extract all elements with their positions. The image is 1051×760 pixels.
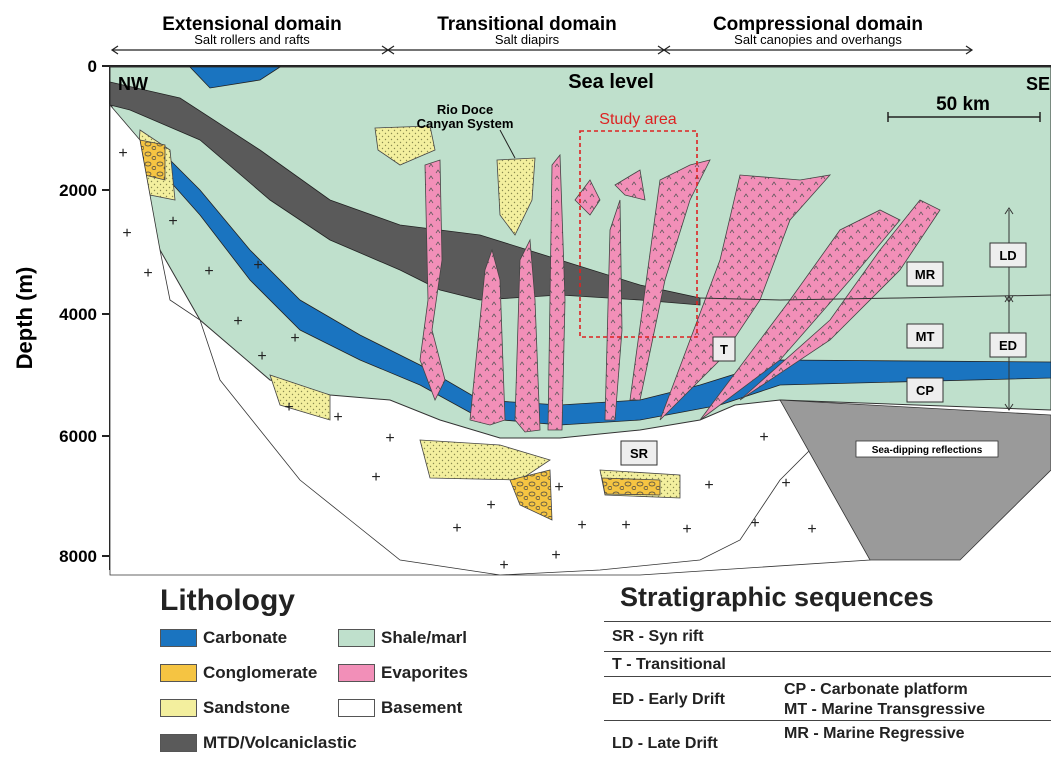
evaporite-swatch (338, 664, 375, 682)
svg-text:+: + (499, 557, 508, 574)
mtd-swatch (160, 734, 197, 752)
domain-subtitle: Salt rollers and rafts (194, 32, 310, 47)
strat-name: T - Transitional (612, 656, 726, 674)
svg-text:+: + (333, 409, 342, 426)
svg-text:+: + (371, 469, 380, 486)
svg-text:+: + (143, 265, 152, 282)
svg-text:+: + (759, 429, 768, 446)
legend-item-shale: Shale/marl (338, 627, 467, 649)
canyon-label: Rio Doce (437, 102, 493, 117)
legend-label: Sandstone (203, 698, 290, 718)
legend-item-conglomerate: Conglomerate (160, 662, 317, 684)
strat-sub: MT - Marine Transgressive (784, 701, 985, 719)
legend-label: Evaporites (381, 663, 468, 683)
shale-swatch (338, 629, 375, 647)
svg-text:+: + (233, 313, 242, 330)
legend-label: Basement (381, 698, 462, 718)
seq-box-cp: CP (916, 383, 934, 398)
strat-title: Stratigraphic sequences (620, 582, 934, 613)
conglomerate-sr (602, 478, 660, 495)
svg-text:+: + (122, 225, 131, 242)
svg-text:+: + (682, 521, 691, 538)
legend-label: Carbonate (203, 628, 287, 648)
strat-name: SR - Syn rift (612, 628, 704, 646)
svg-text:+: + (577, 517, 586, 534)
svg-text:+: + (452, 520, 461, 537)
basement-swatch (338, 699, 375, 717)
svg-text:+: + (284, 399, 293, 416)
legend-item-mtd: MTD/Volcaniclastic (160, 732, 357, 754)
svg-text:+: + (554, 479, 563, 496)
seq-box-mr: MR (915, 267, 936, 282)
svg-text:+: + (781, 475, 790, 492)
strat-name: ED - Early Drift (612, 691, 725, 709)
svg-text:+: + (385, 430, 394, 447)
svg-text:+: + (204, 263, 213, 280)
sea-dipping-label: Sea-dipping reflections (872, 445, 983, 456)
seq-box-ld: LD (999, 248, 1016, 263)
carbonate-swatch (160, 629, 197, 647)
legend-item-carbonate: Carbonate (160, 627, 287, 649)
svg-text:+: + (807, 521, 816, 538)
svg-text:+: + (253, 257, 262, 274)
domain-subtitle: Salt canopies and overhangs (734, 32, 902, 47)
domain-headers: Extensional domain Salt rollers and raft… (112, 14, 972, 54)
conglomerate-swatch (160, 664, 197, 682)
sandstone-graben (420, 440, 550, 480)
strat-row-sr: SR - Syn rift (604, 621, 1051, 652)
y-tick-label: 2000 (59, 181, 97, 200)
svg-text:+: + (118, 145, 127, 162)
nw-label: NW (118, 74, 148, 94)
svg-text:+: + (257, 348, 266, 365)
study-area-label: Study area (599, 111, 676, 128)
svg-text:+: + (168, 213, 177, 230)
legend-item-evaporites: Evaporites (338, 662, 468, 684)
strat-row-ld: LD - Late Drift MR - Marine Regressive (604, 720, 1051, 760)
seq-box-t: T (720, 342, 728, 357)
legend-label: MTD/Volcaniclastic (203, 733, 357, 753)
seq-box-ed: ED (999, 338, 1017, 353)
strat-sub: CP - Carbonate platform (784, 681, 968, 699)
seq-box-sr: SR (630, 446, 649, 461)
strat-sub: MR - Marine Regressive (784, 725, 965, 743)
y-axis-label: Depth (m) (12, 267, 37, 370)
depth-axis: 0 2000 4000 6000 8000 Depth (m) (12, 57, 110, 570)
domain-subtitle: Salt diapirs (495, 32, 560, 47)
legend-label: Shale/marl (381, 628, 467, 648)
legend-item-basement: Basement (338, 697, 462, 719)
svg-text:+: + (290, 330, 299, 347)
strat-row-t: T - Transitional (604, 651, 1051, 677)
geologic-cross-section: Extensional domain Salt rollers and raft… (0, 0, 1051, 580)
sandstone-swatch (160, 699, 197, 717)
seq-box-mt: MT (916, 329, 935, 344)
legend-label: Conglomerate (203, 663, 317, 683)
sea-level-label: Sea level (568, 71, 654, 93)
svg-text:+: + (750, 515, 759, 532)
strat-row-ed: ED - Early Drift CP - Carbonate platform… (604, 676, 1051, 721)
scale-bar-label: 50 km (936, 94, 990, 115)
lithology-title: Lithology (160, 584, 295, 618)
svg-text:+: + (551, 547, 560, 564)
legend-item-sandstone: Sandstone (160, 697, 290, 719)
y-tick-label: 6000 (59, 427, 97, 446)
svg-text:+: + (704, 477, 713, 494)
svg-text:+: + (486, 497, 495, 514)
strat-name: LD - Late Drift (612, 735, 718, 753)
svg-text:+: + (621, 517, 630, 534)
se-label: SE (1026, 74, 1050, 94)
y-tick-label: 0 (88, 57, 97, 76)
canyon-label: Canyan System (417, 116, 514, 131)
y-tick-label: 8000 (59, 547, 97, 566)
y-tick-label: 4000 (59, 305, 97, 324)
